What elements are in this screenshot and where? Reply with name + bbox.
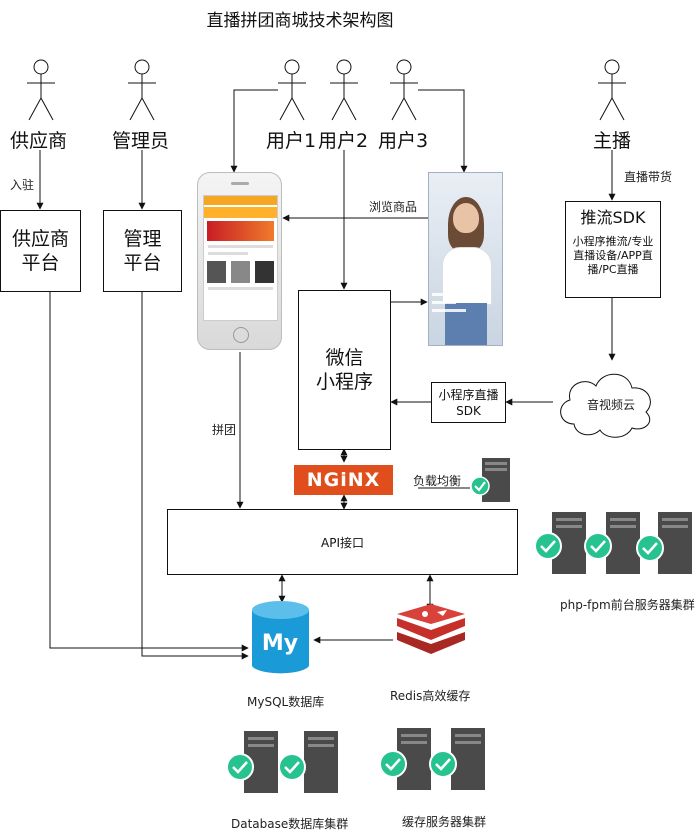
check-icon [429,750,457,778]
label-php-cluster: php-fpm前台服务器集群 [560,598,695,612]
check-icon [278,753,306,781]
box-line: 微信 [325,347,364,369]
live-video-icon [428,172,503,346]
actor-user3: 用户3 [378,130,429,152]
box-line: 平台 [123,252,162,274]
box-line: 小程序直播 [438,387,499,402]
check-icon [379,750,407,778]
edge-user1-to-phone [230,89,278,173]
admin-platform-box: 管理 平台 [103,210,182,292]
server-icon [584,512,640,574]
cloud-icon [560,373,651,438]
person-icon [278,59,306,121]
api-label: API接口 [321,535,364,550]
label-settle-in: 入驻 [10,178,35,192]
actor-user2: 用户2 [318,130,369,152]
diagram-title: 直播拼团商城技术架构图 [206,11,394,31]
label-group-buy: 拼团 [212,423,237,437]
php-cluster-servers [534,512,692,574]
box-line: SDK [456,403,481,418]
box-line: 管理 [123,228,162,250]
person-icon [598,59,626,121]
actor-supplier: 供应商 [10,130,68,152]
check-icon [470,476,490,496]
label-live-goods: 直播带货 [624,170,673,184]
nginx-logo: NGiNX [294,465,393,495]
mysql-logo-text: My [262,631,298,656]
box-line: 供应商 [11,228,69,250]
edge-admin-platform-to-mysql [141,291,249,660]
edge-user3-to-live [418,89,468,173]
cache-cluster-servers [379,728,485,790]
db-cluster-servers [226,731,338,793]
check-icon [226,753,254,781]
person-icon [128,59,156,121]
person-icon [390,59,418,121]
phone-screen [203,195,278,321]
push-sdk-title: 推流SDK [580,208,646,227]
database-icon: My [252,601,309,674]
supplier-platform-box: 供应商 平台 [0,210,81,292]
server-icon [278,731,338,793]
push-sdk-box: 推流SDK 小程序推流/专业直播设备/APP直播/PC直播 [565,201,661,298]
api-box: API接口 [167,509,518,575]
cloud-label: 音视频云 [587,398,636,412]
box-line: 平台 [21,252,60,274]
label-mysql: MySQL数据库 [247,695,325,709]
label-load-balance: 负载均衡 [413,474,462,488]
check-icon [636,534,664,562]
server-icon [226,731,278,793]
mini-live-sdk-box: 小程序直播 SDK [431,382,506,423]
person-icon [330,59,358,121]
label-cache-cluster: 缓存服务器集群 [402,815,487,829]
mini-program-box: 微信 小程序 [298,290,391,450]
actor-user1: 用户1 [266,130,317,152]
server-icon [534,512,586,574]
label-db-cluster: Database数据库集群 [231,817,349,831]
phone-home-button [233,327,249,343]
actor-admin: 管理员 [112,130,170,152]
phone-speaker [231,182,249,185]
check-icon [584,532,612,560]
person-icon [27,59,55,121]
box-line: 小程序 [315,371,373,393]
server-icon [470,458,510,502]
push-sdk-desc: 小程序推流/专业直播设备/APP直播/PC直播 [572,235,654,276]
edge-supplier-platform-to-mysql [49,291,249,652]
server-icon [379,728,431,790]
label-browse: 浏览商品 [369,200,418,214]
phone-icon [197,172,282,350]
actor-anchor: 主播 [593,130,632,152]
redis-icon [397,604,465,654]
server-icon [429,728,485,790]
check-icon [534,532,562,560]
server-icon [636,512,692,574]
label-redis: Redis高效缓存 [390,689,471,703]
